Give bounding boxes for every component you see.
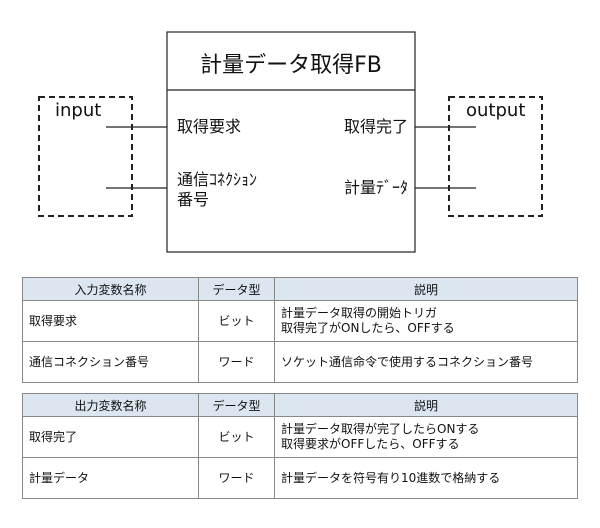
col-header-description: 説明	[274, 277, 578, 301]
output-pin-weight-data: 計量ﾃﾞｰﾀ	[343, 178, 408, 197]
col-header-type: データ型	[198, 393, 275, 417]
table-row: 計量データ ワード 計量データを符号有り10進数で格納する	[22, 457, 578, 499]
var-type: ビット	[198, 416, 275, 458]
fb-title: 計量データ取得FB	[200, 53, 382, 78]
output-variable-table: 出力変数名称 データ型 説明 取得完了 ビット 計量データ取得が完了したらONす…	[22, 393, 578, 499]
var-type: ワード	[198, 457, 275, 499]
col-header-type: データ型	[198, 277, 275, 301]
table-row: 通信コネクション番号 ワード ソケット通信命令で使用するコネクション番号	[22, 341, 578, 383]
table-row: 取得完了 ビット 計量データ取得が完了したらONする 取得要求がOFFしたら、O…	[22, 416, 578, 458]
var-description: ソケット通信命令で使用するコネクション番号	[274, 341, 578, 383]
var-type: ワード	[198, 341, 275, 383]
input-pin-connection-number: 通信ｺﾈｸｼｮﾝ 番号	[177, 170, 258, 209]
table-header-row: 入力変数名称 データ型 説明	[22, 277, 578, 301]
input-label: input	[51, 100, 106, 121]
var-type: ビット	[198, 300, 275, 342]
fb-diagram	[38, 31, 543, 253]
var-name: 通信コネクション番号	[22, 341, 199, 383]
output-label: output	[462, 100, 530, 121]
var-name: 取得完了	[22, 416, 199, 458]
col-header-description: 説明	[274, 393, 578, 417]
table-row: 取得要求 ビット 計量データ取得の開始トリガ 取得完了がONしたら、OFFする	[22, 300, 578, 342]
var-name: 取得要求	[22, 300, 199, 342]
var-description: 計量データ取得の開始トリガ 取得完了がONしたら、OFFする	[274, 300, 578, 342]
output-pin-acquire-complete: 取得完了	[343, 117, 408, 136]
output-dashed-box	[448, 96, 543, 217]
var-description: 計量データを符号有り10進数で格納する	[274, 457, 578, 499]
fb-box	[166, 31, 416, 253]
input-dashed-box	[38, 96, 133, 217]
input-variable-table: 入力変数名称 データ型 説明 取得要求 ビット 計量データ取得の開始トリガ 取得…	[22, 277, 578, 383]
var-description: 計量データ取得が完了したらONする 取得要求がOFFしたら、OFFする	[274, 416, 578, 458]
col-header-name: 出力変数名称	[22, 393, 199, 417]
table-header-row: 出力変数名称 データ型 説明	[22, 393, 578, 417]
var-name: 計量データ	[22, 457, 199, 499]
input-pin-acquire-request: 取得要求	[177, 117, 242, 136]
col-header-name: 入力変数名称	[22, 277, 199, 301]
